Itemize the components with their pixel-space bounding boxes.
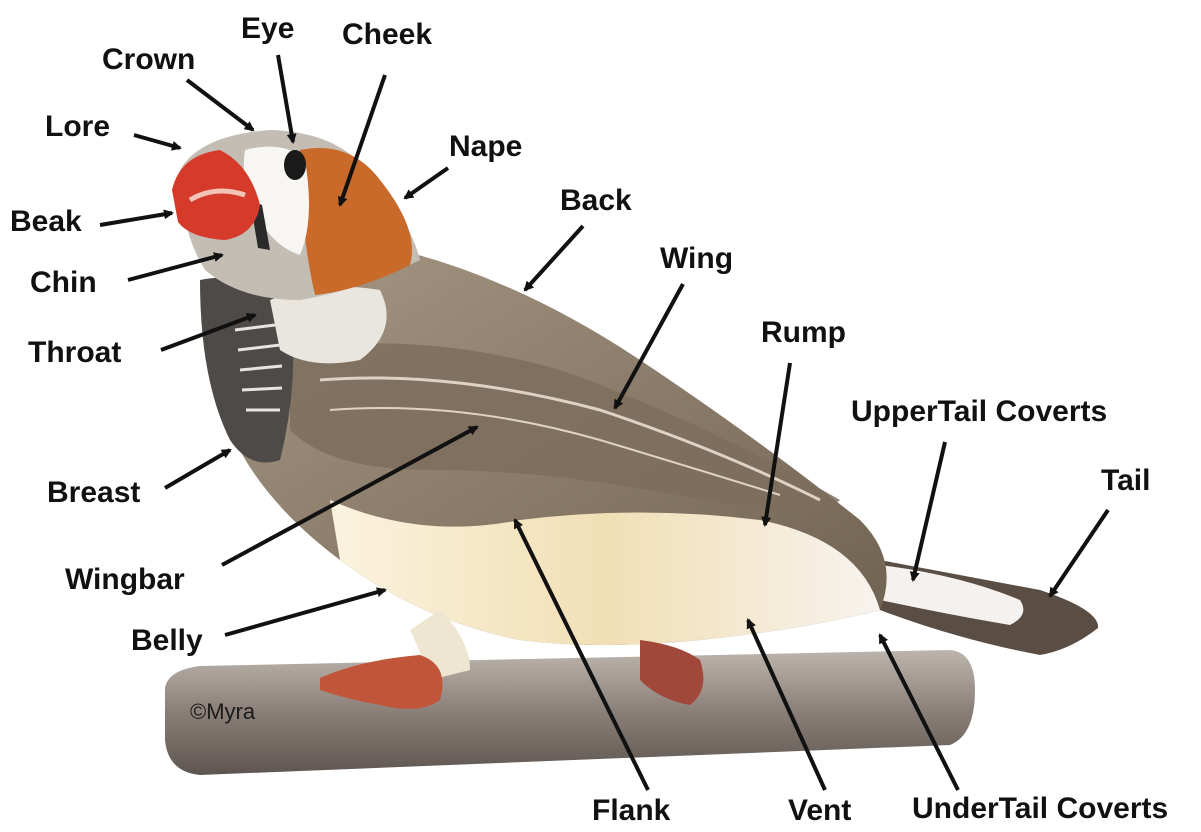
- label-flank: Flank: [592, 796, 670, 826]
- eye-shape: [284, 150, 306, 180]
- label-rump: Rump: [761, 318, 846, 348]
- label-crown: Crown: [102, 45, 195, 75]
- label-vent: Vent: [788, 796, 851, 826]
- label-under-tail-coverts: UnderTail Coverts: [912, 794, 1168, 824]
- label-tail: Tail: [1101, 466, 1150, 496]
- perch: [165, 650, 975, 775]
- label-wingbar: Wingbar: [65, 565, 185, 595]
- label-lore: Lore: [45, 112, 110, 142]
- label-breast: Breast: [47, 478, 140, 508]
- label-eye: Eye: [241, 14, 294, 44]
- label-chin: Chin: [30, 268, 97, 298]
- label-belly: Belly: [131, 626, 203, 656]
- label-throat: Throat: [28, 338, 121, 368]
- label-wing: Wing: [660, 244, 733, 274]
- label-upper-tail-coverts: UpperTail Coverts: [851, 397, 1107, 427]
- label-nape: Nape: [449, 132, 522, 162]
- label-back: Back: [560, 186, 632, 216]
- label-cheek: Cheek: [342, 20, 432, 50]
- copyright-credit: ©Myra: [190, 699, 255, 725]
- label-beak: Beak: [10, 207, 82, 237]
